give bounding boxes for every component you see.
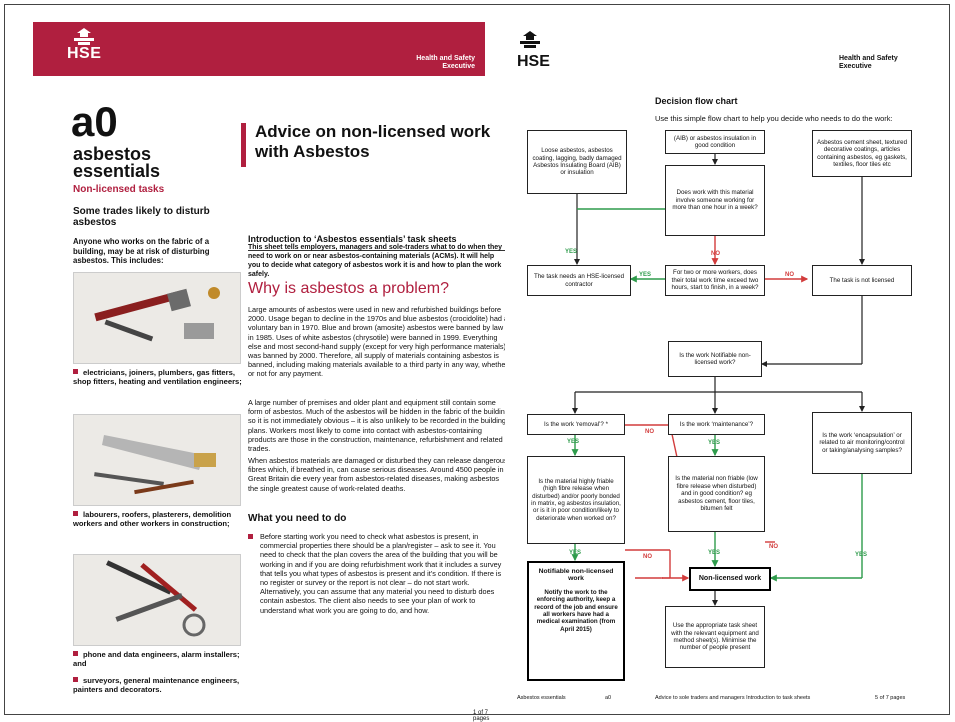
step-check-asbestos: Before starting work you need to check w… bbox=[248, 532, 510, 615]
photo-plumbing-tools bbox=[73, 272, 241, 364]
box-notifiable-question: Is the work Notifiable non-licensed work… bbox=[668, 341, 762, 377]
caption-labourers: labourers, roofers, plasterers, demoliti… bbox=[73, 510, 243, 528]
footer-description: Advice to sole traders and managers Intr… bbox=[655, 695, 811, 701]
why-heading: Why is asbestos a problem? bbox=[248, 280, 449, 297]
box-removal-question: Is the work ‘removal’? * bbox=[527, 414, 625, 435]
brand-line-2: essentials bbox=[73, 161, 161, 181]
label-yes: YES bbox=[569, 550, 582, 556]
org-name: Health and Safety Executive bbox=[416, 55, 475, 70]
box-loose-asbestos: Loose asbestos, asbestos coating, laggin… bbox=[527, 130, 627, 194]
box-maintenance-question: Is the work ‘maintenance’? bbox=[668, 414, 765, 435]
box-licensed-contractor: The task needs an HSE-licensed contracto… bbox=[527, 265, 631, 296]
box-non-licensed-work: Non-licensed work bbox=[689, 567, 771, 591]
page-number-right: 5 of 7 pages bbox=[875, 695, 906, 701]
left-page: HSE Health and Safety Executive a0 asbes… bbox=[33, 22, 509, 722]
hse-logo-right: HSE bbox=[517, 31, 550, 70]
caption-phone-engineers: phone and data engineers, alarm installe… bbox=[73, 650, 243, 668]
hse-logo-icon bbox=[74, 28, 94, 45]
bullet-marker bbox=[73, 369, 78, 374]
bullet-marker bbox=[73, 677, 78, 682]
bullet-marker bbox=[73, 651, 78, 656]
box-aib-good-condition: (AIB) or asbestos insulation in good con… bbox=[665, 130, 765, 154]
section-subtitle: Introduction to ‘Asbestos essentials’ ta… bbox=[248, 234, 508, 251]
label-no: NO bbox=[785, 272, 794, 278]
paragraph-history: Large amounts of asbestos were used in n… bbox=[248, 305, 509, 379]
trades-intro: Anyone who works on the fabric of a buil… bbox=[73, 237, 210, 265]
footer-series: Asbestos essentials bbox=[517, 695, 566, 701]
label-yes: YES bbox=[567, 439, 580, 445]
right-page: HSE Health and Safety Executive Decision… bbox=[505, 22, 922, 712]
nnlw-body: Notify the work to the enforcing authori… bbox=[534, 588, 618, 633]
caption-surveyors: surveyors, general maintenance engineers… bbox=[73, 676, 243, 694]
flowchart-connectors bbox=[571, 154, 865, 606]
label-yes: YES bbox=[708, 440, 721, 446]
caption-text: labourers, roofers, plasterers, demoliti… bbox=[73, 510, 232, 528]
paragraph-premises: A large number of premises and older pla… bbox=[248, 398, 509, 454]
photo-screwdrivers bbox=[73, 554, 241, 646]
brand-line-1: asbestos bbox=[73, 144, 152, 164]
bullet-marker bbox=[248, 534, 253, 539]
paragraph-diseases: When asbestos materials are damaged or d… bbox=[248, 456, 508, 493]
intro-paragraph: This sheet tells employers, managers and… bbox=[248, 244, 503, 278]
label-no: NO bbox=[711, 251, 720, 257]
title-accent-bar bbox=[241, 123, 246, 167]
box-not-licensed: The task is not licensed bbox=[812, 265, 912, 296]
step-text: Before starting work you need to check w… bbox=[260, 532, 502, 615]
image-frame bbox=[4, 4, 950, 715]
label-yes: YES bbox=[855, 552, 868, 558]
hse-logo: HSE bbox=[67, 28, 101, 62]
footer-code: a0 bbox=[605, 695, 612, 701]
label-yes: YES bbox=[708, 550, 721, 556]
box-one-hour-question: Does work with this material involve som… bbox=[665, 165, 765, 236]
caption-text: surveyors, general maintenance engineers… bbox=[73, 676, 240, 694]
flowchart-intro: Use this simple flow chart to help you d… bbox=[655, 114, 893, 123]
label-no: NO bbox=[643, 554, 652, 560]
box-task-sheet: Use the appropriate task sheet with the … bbox=[665, 606, 765, 668]
what-you-need-heading: What you need to do bbox=[248, 513, 347, 524]
box-friable-question: Is the material highly friable (high fib… bbox=[527, 456, 625, 544]
box-asbestos-cement: Asbestos cement sheet, textured decorati… bbox=[812, 130, 912, 177]
label-no: NO bbox=[645, 429, 654, 435]
nnlw-title: Notifiable non-licensed work bbox=[538, 568, 614, 583]
label-no: NO bbox=[769, 544, 778, 550]
hse-logo-text: HSE bbox=[517, 53, 550, 70]
page-title: Advice on non-licensed work with Asbesto… bbox=[255, 122, 491, 161]
trades-heading: Some trades likely to disturb asbestos bbox=[73, 206, 210, 228]
hse-logo-text: HSE bbox=[67, 45, 102, 62]
sheet-code: a0 bbox=[71, 98, 118, 145]
box-two-hours-question: For two or more workers, does their tota… bbox=[665, 265, 765, 296]
caption-electricians: electricians, joiners, plumbers, gas fit… bbox=[73, 368, 243, 386]
org-name-right: Health and Safety Executive bbox=[839, 55, 898, 70]
hse-header-band: HSE Health and Safety Executive bbox=[33, 22, 485, 76]
label-yes: YES bbox=[639, 272, 652, 278]
hse-logo-icon bbox=[520, 31, 540, 48]
bullet-marker bbox=[73, 511, 78, 516]
box-notifiable-work: Notifiable non-licensed work Notify the … bbox=[527, 561, 625, 681]
box-non-friable-question: Is the material non friable (low fibre r… bbox=[668, 456, 765, 532]
caption-text: electricians, joiners, plumbers, gas fit… bbox=[73, 368, 242, 386]
photo-hand-saws bbox=[73, 414, 241, 506]
caption-text: phone and data engineers, alarm installe… bbox=[73, 650, 240, 668]
box-encapsulation-question: Is the work ‘encapsulation’ or related t… bbox=[812, 412, 912, 474]
brand-name: asbestos essentials bbox=[73, 144, 161, 181]
page-number-left: 1 of 7 pages bbox=[473, 710, 490, 722]
series-subtitle: Non-licensed tasks bbox=[73, 184, 165, 195]
flowchart-title: Decision flow chart bbox=[655, 96, 738, 106]
label-yes: YES bbox=[565, 249, 578, 255]
